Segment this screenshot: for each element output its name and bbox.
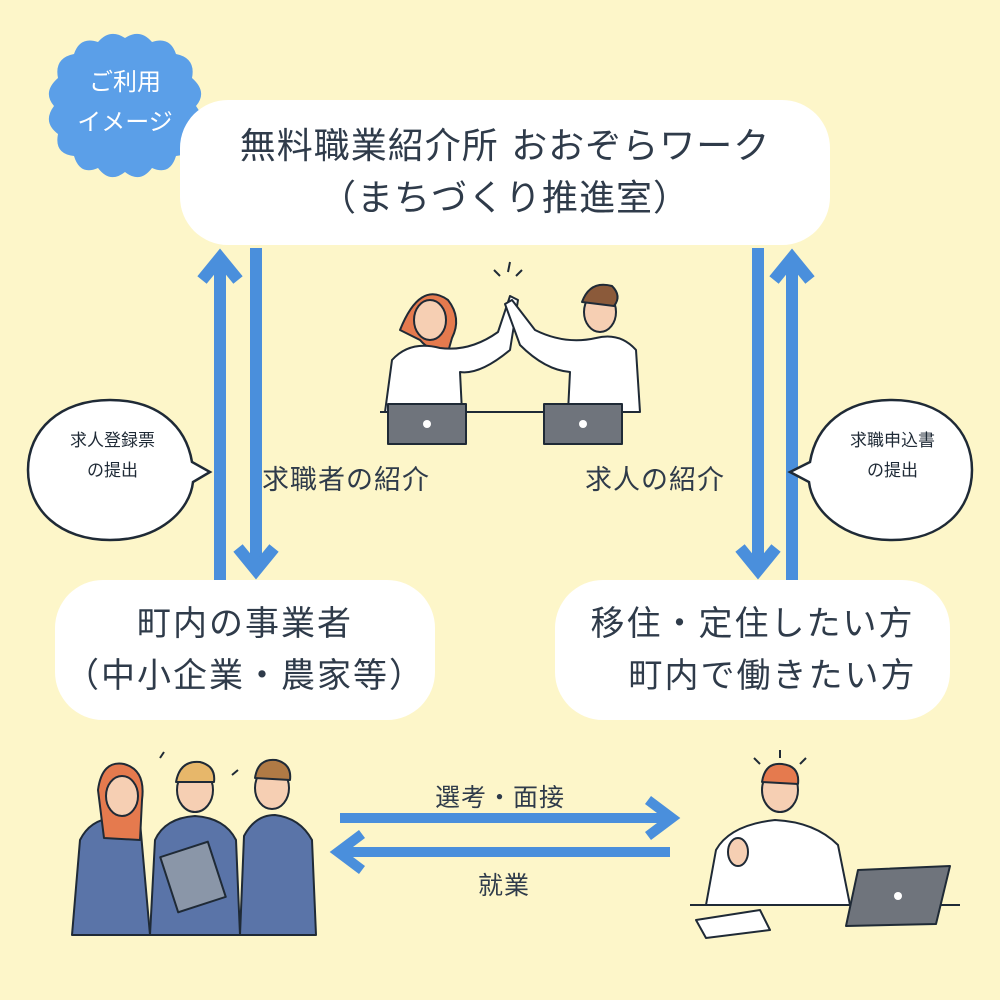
left-bubble-line1: 求人登録票 xyxy=(70,431,155,451)
agency-department: （まちづくり推進室） xyxy=(319,177,690,219)
employer-box: 町内の事業者 （中小企業・農家等） xyxy=(55,580,435,720)
worker-illustration xyxy=(690,750,960,939)
usage-badge: ご利用 イメージ xyxy=(50,62,200,142)
left-bubble-line2: の提出 xyxy=(87,461,138,481)
badge-line1: ご利用 xyxy=(89,68,161,96)
right-arrows xyxy=(735,248,815,580)
jobseeker-line1: 移住・定住したい方 xyxy=(590,604,915,644)
badge-shape xyxy=(48,33,202,178)
employer-subtitle: （中小企業・農家等） xyxy=(65,656,425,696)
jobseeker-line2: 町内で働きたい方 xyxy=(628,656,917,696)
right-bubble-text: 求職申込書 の提出 xyxy=(810,426,975,486)
employer-title: 町内の事業者 xyxy=(137,604,353,644)
left-bubble-text: 求人登録票 の提出 xyxy=(30,426,195,486)
right-bubble-line1: 求職申込書 xyxy=(850,431,935,451)
selection-label: 選考・面接 xyxy=(435,783,566,812)
left-arrows xyxy=(197,248,279,580)
agency-box: 無料職業紹介所 おおぞらワーク （まちづくり推進室） xyxy=(180,100,830,245)
right-bubble-line2: の提出 xyxy=(867,461,918,481)
agency-name: 無料職業紹介所 おおぞらワーク xyxy=(239,125,771,167)
badge-line2: イメージ xyxy=(77,108,173,136)
employment-label: 就業 xyxy=(478,871,531,900)
right-flow-label: 求人の紹介 xyxy=(585,465,725,496)
right-speech-bubble xyxy=(787,398,974,542)
business-group-illustration xyxy=(71,751,317,936)
left-flow-label: 求職者の紹介 xyxy=(262,465,430,496)
horizontal-arrows xyxy=(329,796,681,874)
jobseeker-box: 移住・定住したい方 町内で働きたい方 xyxy=(555,580,950,720)
left-speech-bubble xyxy=(26,398,213,542)
high-five-illustration xyxy=(380,261,641,445)
